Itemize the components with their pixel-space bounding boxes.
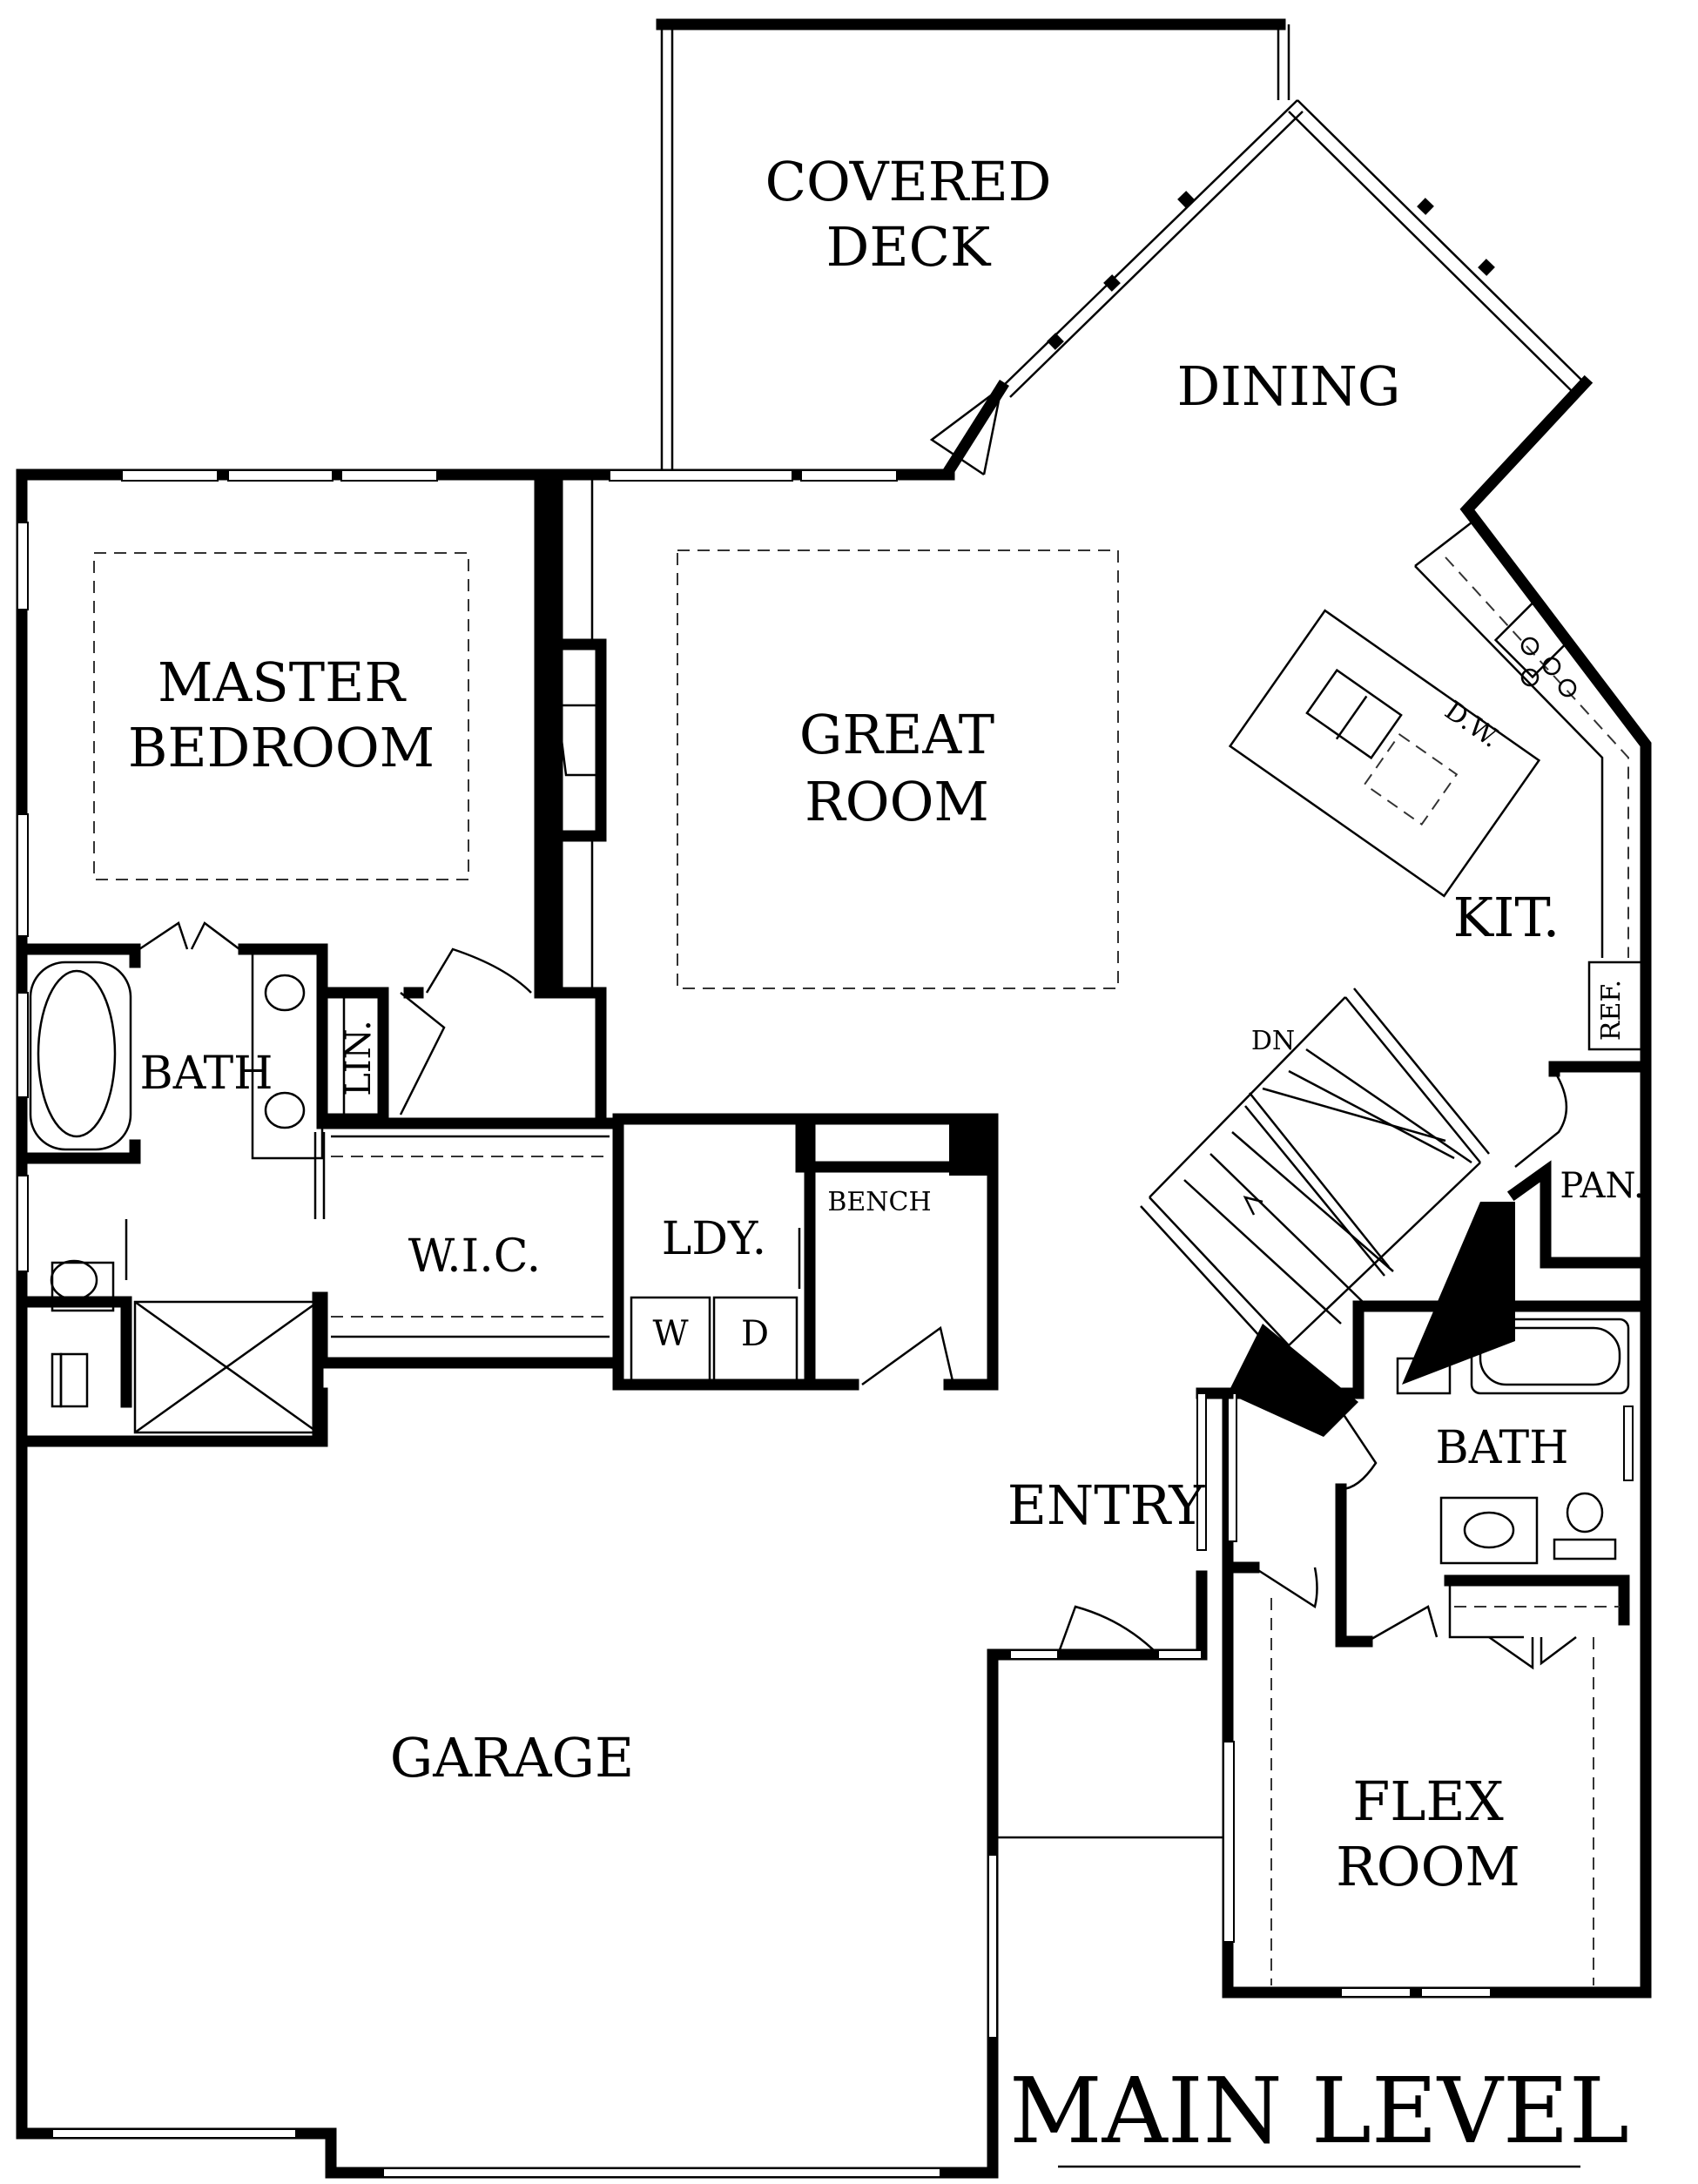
- flex-room-label-1: FLEX: [1352, 1769, 1504, 1833]
- covered-deck-label-2: DECK: [826, 215, 992, 279]
- refrigerator-label: REF.: [1596, 980, 1627, 1041]
- master-bedroom-label-2: BEDROOM: [128, 716, 435, 779]
- dining-bay-walls: [941, 99, 1652, 1312]
- room-labels: COVERED DECK DINING MASTER BEDROOM GREAT…: [128, 150, 1645, 1898]
- stairs-down-label: DN: [1251, 1026, 1295, 1056]
- deck-door: [929, 387, 1003, 476]
- linen-label: LIN.: [339, 1020, 379, 1096]
- kitchen: REF.: [1228, 521, 1652, 1051]
- kitchen-label: KIT.: [1453, 886, 1560, 949]
- great-room-label-2: ROOM: [805, 770, 989, 833]
- main-level-title: MAIN LEVEL: [1009, 2058, 1629, 2164]
- dryer-label: D: [741, 1314, 769, 1354]
- dining-label: DINING: [1177, 354, 1401, 418]
- laundry-label: LDY.: [662, 1213, 766, 1265]
- master-windows: [17, 469, 898, 1272]
- great-room-label-1: GREAT: [799, 703, 994, 766]
- fireplace: [541, 468, 607, 999]
- pantry: [1506, 1061, 1652, 1269]
- master-bedroom-label-1: MASTER: [158, 650, 407, 714]
- washer-label: W: [652, 1314, 688, 1354]
- exterior-walls: [16, 468, 999, 1447]
- laundry: [612, 1113, 999, 1391]
- walk-in-closet-label: W.I.C.: [408, 1230, 541, 1283]
- bench-label: BENCH: [827, 1187, 931, 1217]
- flex-room: [1222, 1387, 1630, 1998]
- master-bedroom: [93, 468, 607, 1125]
- great-room-ceiling: [677, 549, 1119, 989]
- pantry-label: PAN.: [1560, 1166, 1644, 1206]
- stairs: [1140, 988, 1515, 1437]
- covered-deck-outline: [656, 18, 1290, 470]
- flex-room-label-2: ROOM: [1336, 1835, 1520, 1898]
- covered-deck-label-1: COVERED: [765, 150, 1052, 213]
- walk-in-closet: [313, 1117, 624, 1369]
- garage-label: GARAGE: [390, 1726, 635, 1790]
- linen-closet: [316, 947, 532, 1125]
- garage: [16, 1387, 1234, 2179]
- hall-bath: [1222, 1300, 1652, 1999]
- hall-bath-label: BATH: [1436, 1422, 1569, 1474]
- dishwasher-label: D.W.: [1439, 695, 1505, 753]
- master-bath-label: BATH: [140, 1048, 273, 1100]
- plan-title: MAIN LEVEL: [1009, 2058, 1629, 2168]
- entry-label: ENTRY: [1007, 1473, 1206, 1537]
